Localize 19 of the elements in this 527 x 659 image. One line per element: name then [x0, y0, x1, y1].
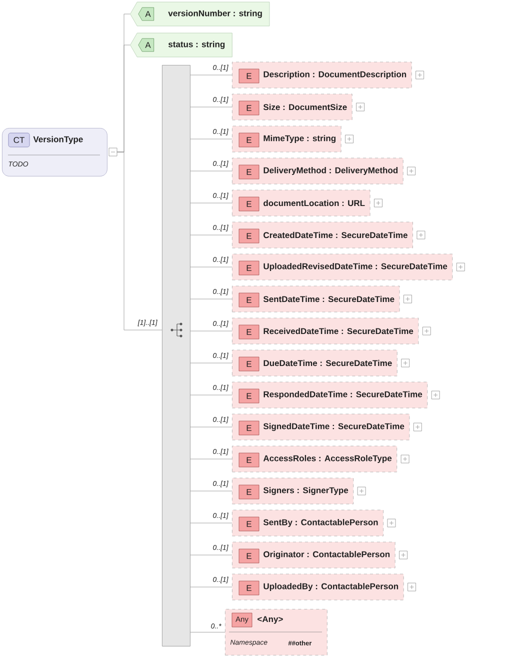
element-badge: E — [238, 292, 260, 308]
element-badge: E — [238, 580, 260, 596]
element-badge: E — [238, 356, 260, 372]
element-badge: E — [238, 68, 260, 84]
element-badge: E — [238, 260, 260, 276]
element-badge: E — [238, 132, 260, 148]
element-badge: E — [238, 420, 260, 436]
sequence-bar — [162, 65, 190, 646]
element-badge: E — [238, 228, 260, 244]
element-badge: E — [238, 388, 260, 404]
element-badge: E — [238, 516, 260, 532]
element-badge: E — [238, 484, 260, 500]
element-badge: E — [238, 196, 260, 212]
element-badge: E — [238, 324, 260, 340]
element-badge: E — [238, 548, 260, 564]
element-badge: E — [238, 164, 260, 180]
element-badge: E — [238, 100, 260, 116]
element-badge: E — [238, 452, 260, 468]
type-badge: CT — [8, 132, 30, 148]
